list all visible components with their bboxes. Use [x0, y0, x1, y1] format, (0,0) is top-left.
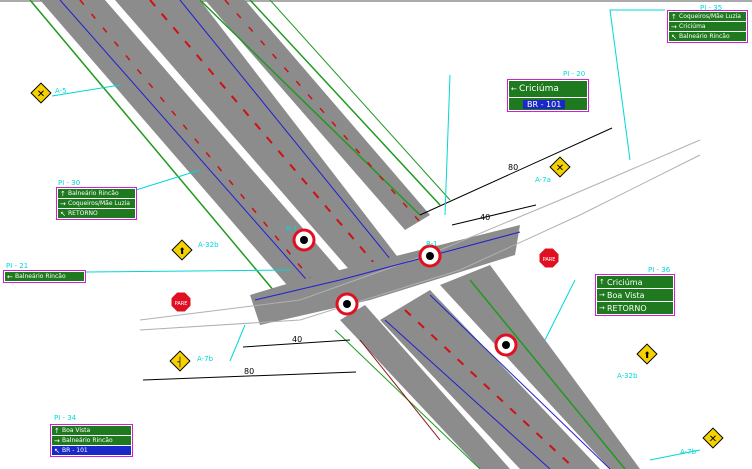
- dimension-label: 80: [244, 367, 254, 376]
- svg-text:✕: ✕: [37, 89, 45, 100]
- arrow-up-icon: ↑: [599, 278, 605, 286]
- svg-text:✕: ✕: [709, 434, 717, 445]
- sign-row: ↑Coqueiros/Mãe Luzia: [669, 12, 746, 22]
- arrow-right-icon: →: [60, 199, 66, 208]
- svg-text:┤: ┤: [176, 356, 182, 368]
- sign-ref-label: PI - 35: [700, 4, 723, 12]
- warning-sign-icon: ┤: [169, 350, 191, 372]
- arrow-return-icon: ↖: [54, 446, 60, 455]
- sign-row: ↑Criciúma: [597, 276, 673, 289]
- sign-destination: BR - 101: [62, 447, 88, 454]
- guide-sign-pi21: ←Balneário Rincão: [3, 270, 86, 283]
- arrow-right-icon: →: [599, 304, 605, 312]
- warning-sign-icon: ✕: [549, 156, 571, 178]
- sign-ref-label: PI - 21: [6, 262, 29, 270]
- arrow-right-icon: →: [599, 291, 605, 299]
- sign-destination: Criciúma: [679, 23, 706, 30]
- crossing-road: [139, 139, 701, 331]
- sign-row: ↖Balneário Rincão: [669, 32, 746, 41]
- arrow-return-icon: ↖: [60, 209, 66, 218]
- main-road-right-upper: [199, 0, 451, 230]
- arrow-up-icon: ↑: [54, 426, 60, 435]
- warning-sign-icon: ⬆: [171, 239, 193, 261]
- no-turn-sign-icon: [418, 244, 442, 268]
- dimension-lines: [142, 127, 613, 381]
- sign-ref-label: PI - 30: [58, 179, 81, 187]
- sign-row: ↑Balneário Rincão: [58, 189, 135, 199]
- arrow-right-icon: →: [54, 436, 60, 445]
- sign-ref-label: A-7a: [535, 176, 551, 184]
- sign-destination: Balneário Rincão: [679, 33, 730, 40]
- sign-ref-label: A-7b: [197, 355, 214, 363]
- no-turn-sign-icon: [292, 228, 316, 252]
- arrow-right-icon: →: [671, 22, 677, 31]
- sign-destination: Balneário Rincão: [15, 273, 66, 280]
- arrow-left-icon: ←: [511, 85, 517, 93]
- sign-ref-label: A-7b: [680, 448, 697, 456]
- sign-ref-label: PI - 36: [648, 266, 671, 274]
- arrow-up-icon: ↑: [671, 12, 677, 21]
- sign-destination: Balneário Rincão: [68, 190, 119, 197]
- sign-row: BR - 101: [509, 98, 587, 110]
- svg-text:⬆: ⬆: [643, 351, 651, 361]
- sign-ref-label: R-1: [426, 240, 438, 248]
- warning-sign-icon: ✕: [702, 427, 724, 449]
- sign-destination: Criciúma: [607, 277, 643, 287]
- leader-lines: [51, 9, 701, 461]
- svg-text:✕: ✕: [556, 163, 564, 174]
- sign-row: →Boa Vista: [597, 289, 673, 302]
- sign-destination: Boa Vista: [607, 290, 645, 300]
- sign-row: →Balneário Rincão: [52, 436, 131, 446]
- sign-row: ↖RETORNO: [58, 209, 135, 218]
- sign-row: →Criciúma: [669, 22, 746, 32]
- sign-destination: Criciúma: [519, 84, 559, 94]
- svg-text:PARE: PARE: [543, 257, 556, 263]
- sign-destination: Balneário Rincão: [62, 437, 113, 444]
- guide-sign-pi20: ← Criciúma BR - 101: [507, 79, 589, 112]
- main-road-lower: [334, 265, 640, 469]
- warning-sign-icon: ✕: [30, 82, 52, 104]
- svg-text:⬆: ⬆: [178, 247, 186, 257]
- sign-destination: Coqueiros/Mãe Luzia: [679, 13, 741, 20]
- no-turn-sign-icon: [494, 333, 518, 357]
- sign-ref-label: R-1: [286, 225, 298, 233]
- sign-ref-label: PI - 34: [54, 414, 77, 422]
- sign-row: ← Criciúma: [509, 81, 587, 98]
- arrow-return-icon: ↖: [671, 32, 677, 41]
- sign-row: ↑Boa Vista: [52, 426, 131, 436]
- sign-destination: Boa Vista: [62, 427, 91, 434]
- dimension-label: 80: [508, 163, 518, 172]
- sign-ref-label: A-32b: [198, 241, 219, 249]
- guide-sign-pi36: ↑Criciúma →Boa Vista →RETORNO: [595, 274, 675, 316]
- sign-destination: RETORNO: [68, 210, 98, 217]
- guide-sign-pi35: ↑Coqueiros/Mãe Luzia →Criciúma ↖Balneári…: [667, 10, 748, 43]
- main-road-left: [29, 0, 400, 311]
- sign-ref-label: A-5: [55, 87, 67, 95]
- svg-text:PARE: PARE: [175, 301, 188, 307]
- stop-sign-icon: PARE: [170, 291, 192, 313]
- sign-destination: RETORNO: [607, 303, 647, 313]
- sign-row: →RETORNO: [597, 302, 673, 314]
- dimension-label: 40: [292, 335, 302, 344]
- sign-ref-label: PI - 20: [563, 70, 586, 78]
- sign-destination: Coqueiros/Mãe Luzia: [68, 200, 130, 207]
- guide-sign-pi30: ↑Balneário Rincão →Coqueiros/Mãe Luzia ↖…: [56, 187, 137, 220]
- guide-sign-pi34: ↑Boa Vista →Balneário Rincão ↖BR - 101: [50, 424, 133, 457]
- sign-ref-label: A-32b: [617, 372, 638, 380]
- sign-row: ←Balneário Rincão: [5, 272, 84, 281]
- sign-row: ↖BR - 101: [52, 446, 131, 455]
- dimension-label: 40: [480, 213, 490, 222]
- no-turn-sign-icon: [335, 292, 359, 316]
- sign-destination: BR - 101: [523, 99, 566, 109]
- warning-sign-icon: ⬆: [636, 343, 658, 365]
- stop-sign-icon: PARE: [538, 247, 560, 269]
- sign-row: →Coqueiros/Mãe Luzia: [58, 199, 135, 209]
- arrow-up-icon: ↑: [60, 189, 66, 198]
- arrow-left-icon: ←: [7, 272, 13, 281]
